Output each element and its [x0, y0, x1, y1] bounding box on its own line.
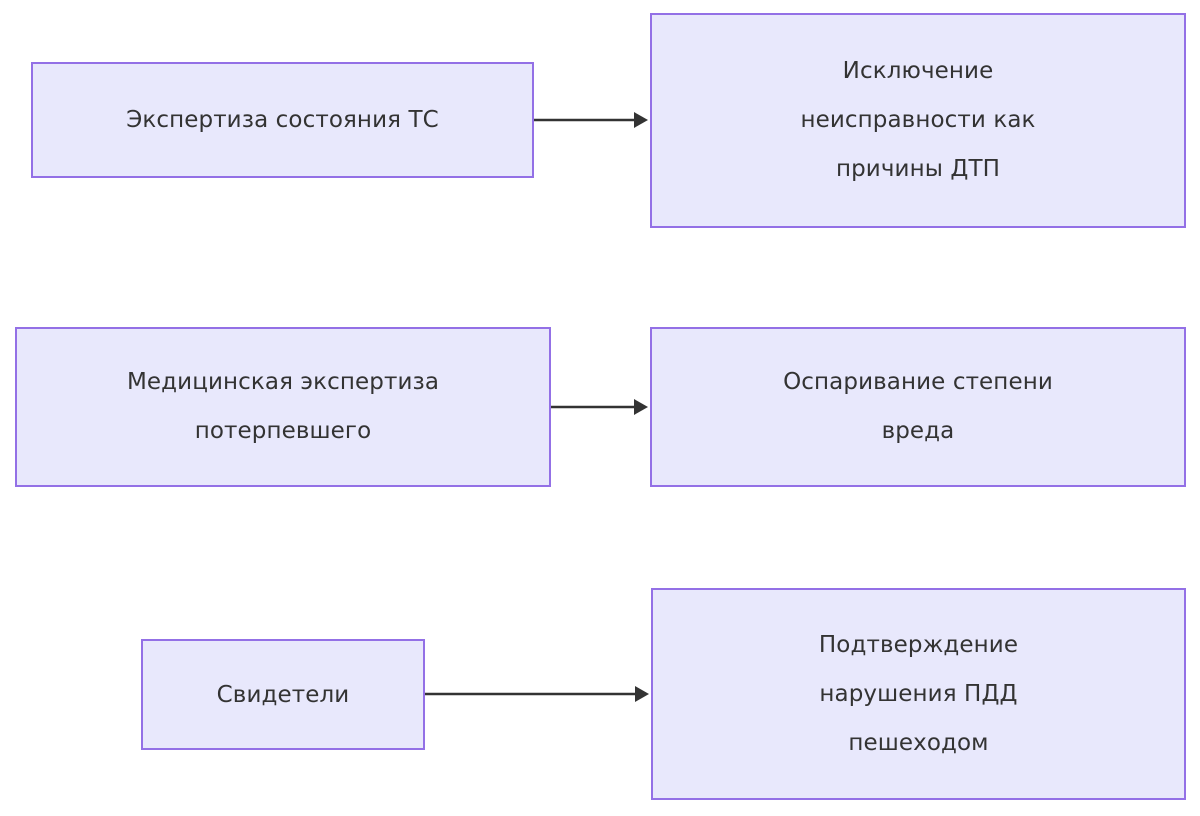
node-label-expertiza-sostoyaniya-ts: Экспертиза состояния ТС [126, 107, 439, 133]
node-podtverzhdenie-narusheniya-pdd[interactable]: Подтверждение нарушения ПДД пешеходом [651, 588, 1186, 800]
edge-3-arrowhead [635, 686, 649, 702]
node-label-svideteli: Свидетели [216, 681, 350, 708]
node-label-osparivanie-stepeni-vreda: Оспаривание степени вреда [783, 369, 1053, 444]
node-svideteli[interactable]: Свидетели [141, 639, 425, 750]
edge-1-arrowhead [634, 112, 648, 128]
edge-2-group [551, 399, 648, 415]
edge-1-group [534, 112, 648, 128]
node-osparivanie-stepeni-vreda[interactable]: Оспаривание степени вреда [650, 327, 1186, 487]
node-label-medicinskaya-ekspertiza: Медицинская экспертиза потерпевшего [126, 369, 440, 444]
node-expertiza-sostoyaniya-ts[interactable]: Экспертиза состояния ТС [31, 62, 534, 178]
node-label-isklyuchenie-neispravnosti: Исключение неисправности как причины ДТП [800, 58, 1036, 182]
node-medicinskaya-ekspertiza[interactable]: Медицинская экспертиза потерпевшего [15, 327, 551, 487]
edge-2-arrowhead [634, 399, 648, 415]
node-isklyuchenie-neispravnosti[interactable]: Исключение неисправности как причины ДТП [650, 13, 1186, 228]
node-label-podtverzhdenie-narusheniya-pdd: Подтверждение нарушения ПДД пешеходом [818, 631, 1019, 756]
edge-3-group [425, 686, 649, 702]
